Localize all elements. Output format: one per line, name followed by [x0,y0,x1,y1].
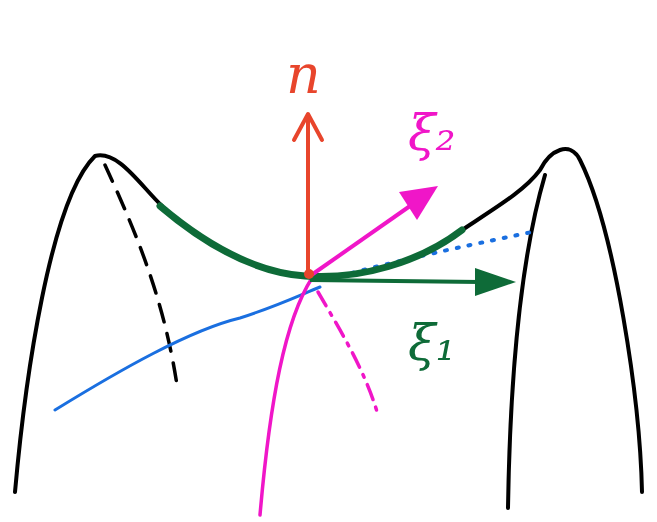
base-point [304,269,314,279]
vector-label: n [286,48,321,102]
normal-section-curve [260,278,312,515]
arrowhead [475,268,516,296]
normal-vector [306,116,310,272]
saddle-outline [462,149,642,492]
arrowhead [399,186,438,220]
arrowhead [294,114,322,140]
surface-curve [55,287,320,410]
hidden-curve [318,292,378,415]
tangent-vector [310,206,410,276]
vector-label: ξ₁ [408,318,456,368]
tangent-vector [310,280,480,282]
saddle-outline [508,175,545,508]
saddle-outline [15,155,162,492]
vector-label: ξ₂ [408,108,456,158]
